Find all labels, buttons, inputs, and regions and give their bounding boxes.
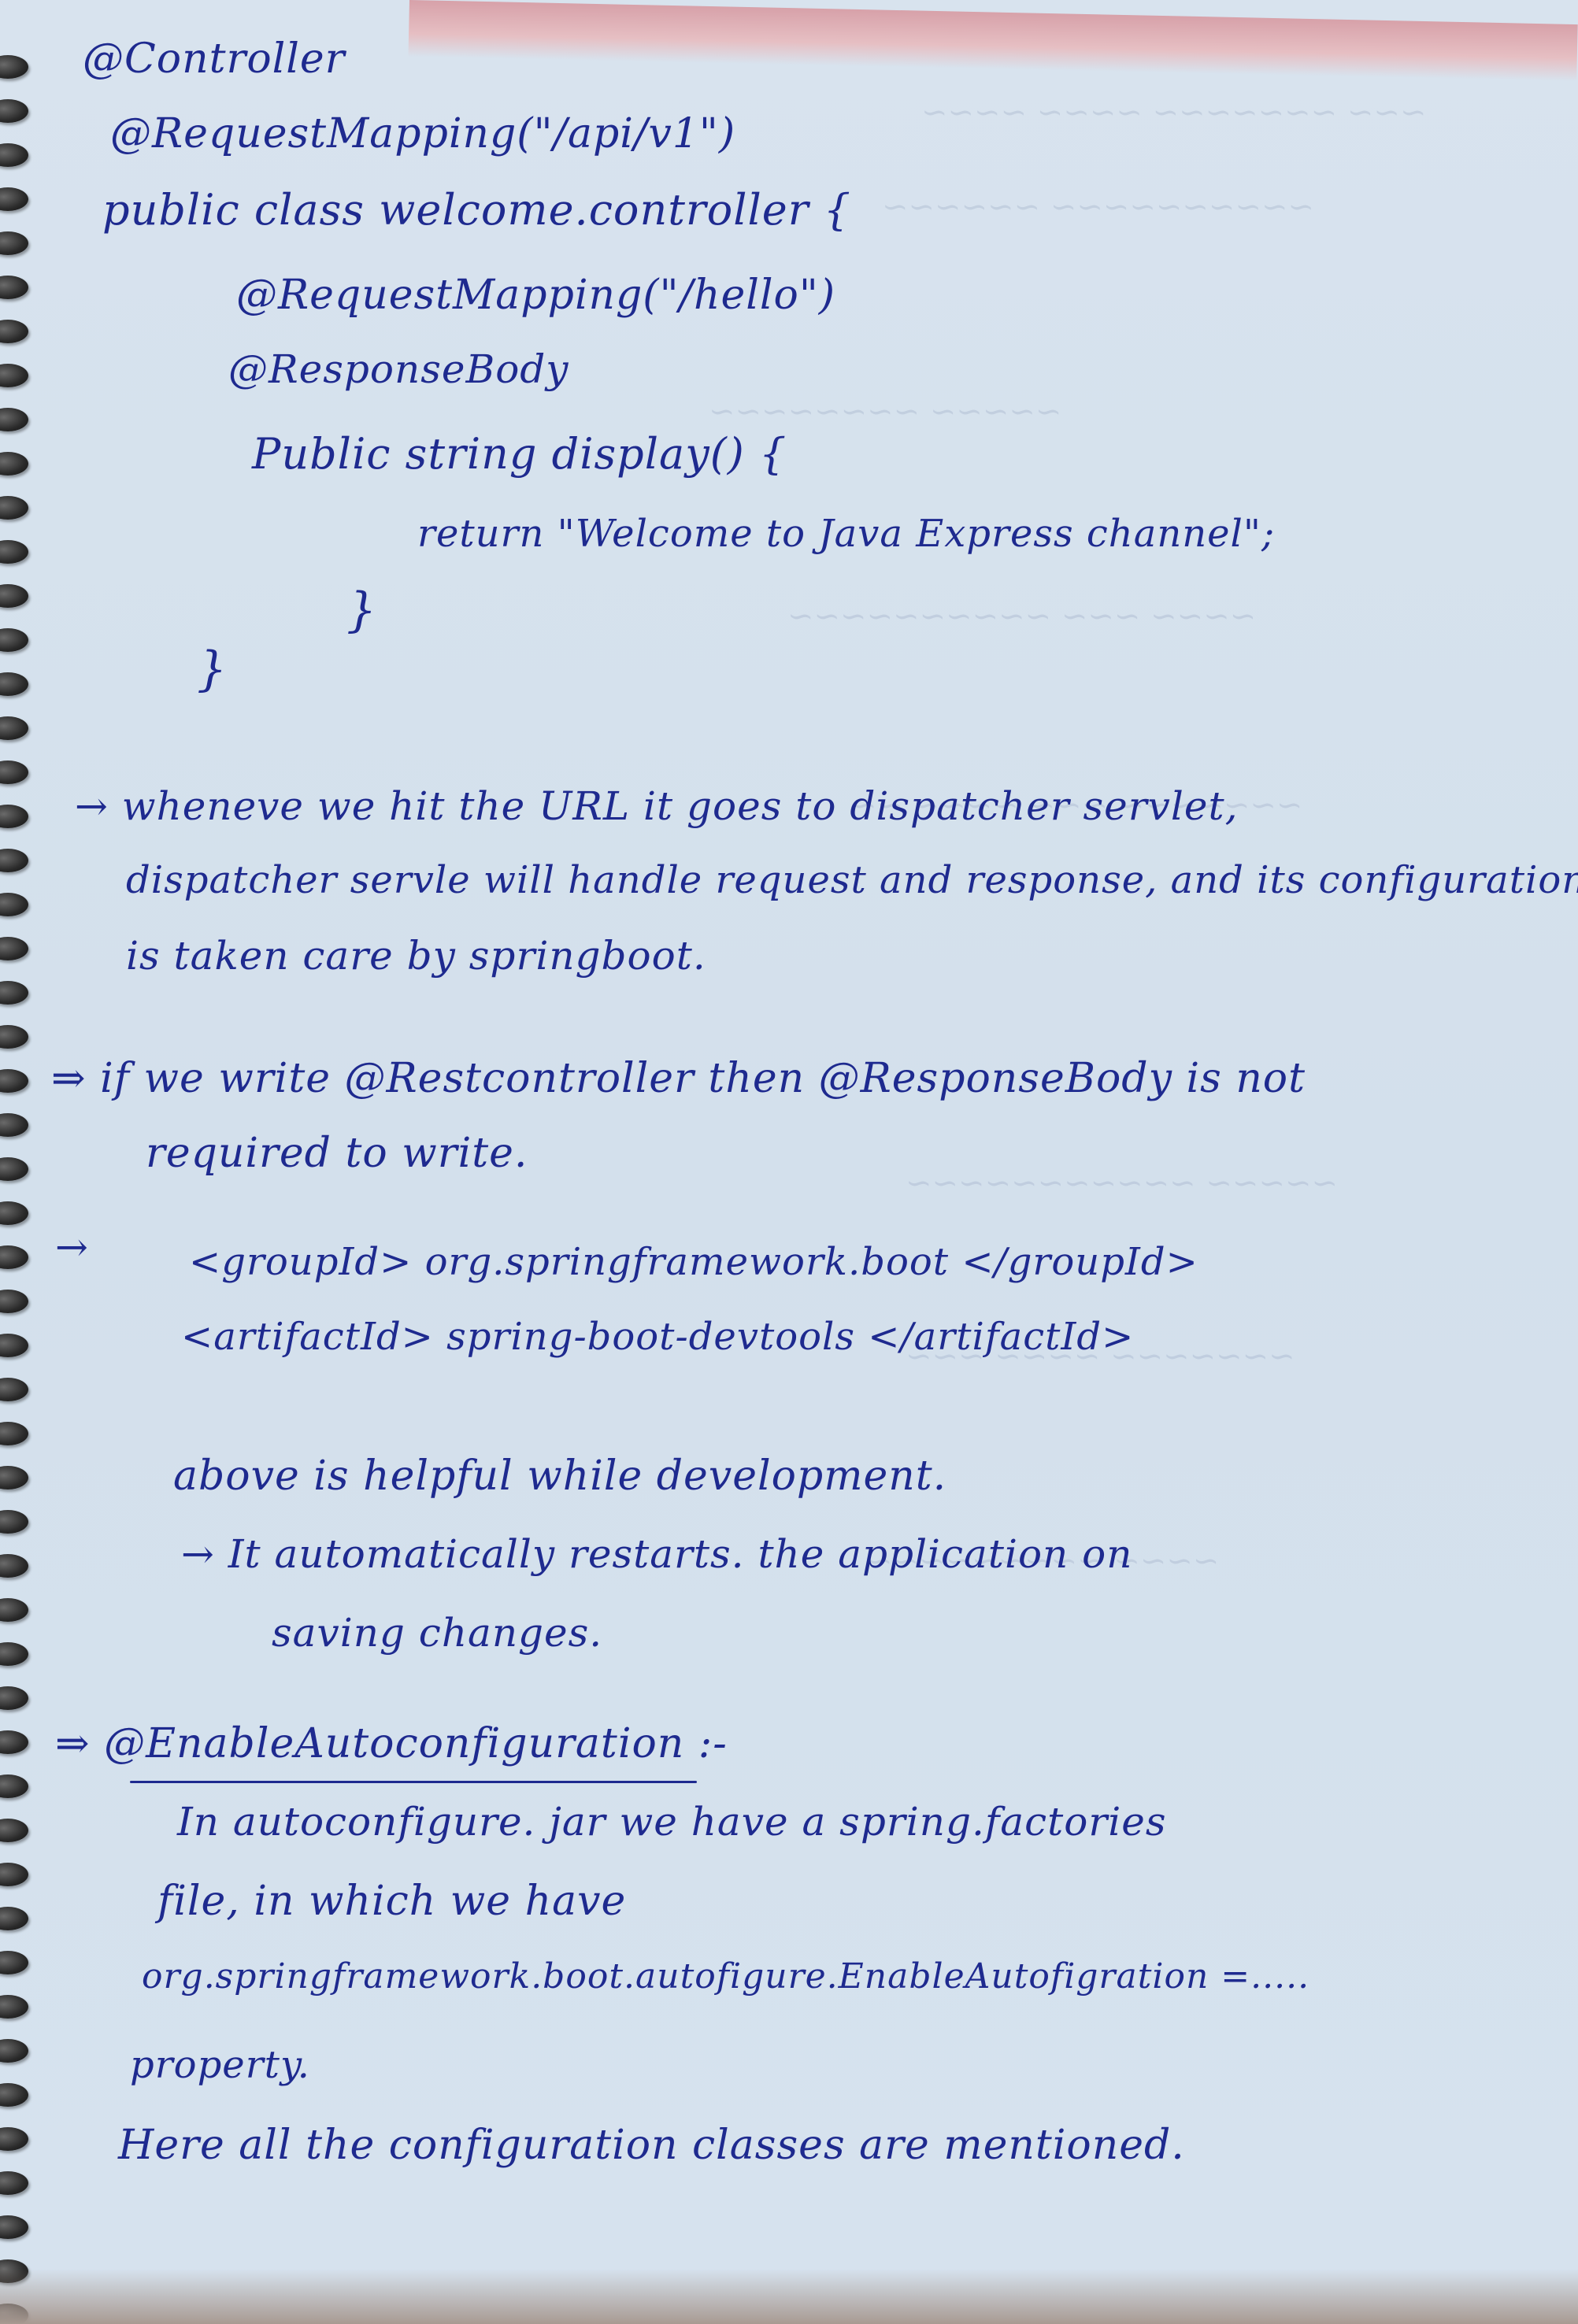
- code-class-close-brace: }: [197, 642, 228, 697]
- spiral-ring: [0, 408, 28, 431]
- note-devtools-helpful: above is helpful while development.: [173, 1452, 947, 1500]
- note-autoconfig-heading: ⇒ @EnableAutoconfiguration :-: [55, 1720, 728, 1767]
- spiral-ring: [0, 628, 28, 652]
- spiral-ring: [0, 540, 28, 564]
- spiral-ring: [0, 1378, 28, 1401]
- spiral-ring: [0, 1598, 28, 1622]
- bleed-through-text: ~~~~~~~~~~ ~~~~~~: [882, 189, 1314, 225]
- spiral-ring: [0, 1157, 28, 1181]
- note-devtools-groupid: <groupId> org.springframework.boot </gro…: [189, 1240, 1198, 1284]
- note-autoconfig-property: property.: [130, 2043, 310, 2087]
- code-annotation-response-body: @ResponseBody: [228, 346, 569, 392]
- note-autoconfig-file: file, in which we have: [157, 1878, 627, 1925]
- spiral-ring: [0, 1025, 28, 1049]
- heading-underline: [130, 1781, 697, 1783]
- spiral-ring: [0, 320, 28, 343]
- spiral-ring: [0, 276, 28, 299]
- spiral-ring: [0, 849, 28, 872]
- note-dispatcher-line1: → wheneve we hit the URL it goes to disp…: [75, 783, 1239, 829]
- spiral-ring: [0, 760, 28, 784]
- bleed-through-text: ~~~~ ~~~ ~~~~~~~~~~: [787, 598, 1257, 635]
- note-autoconfig-classes: Here all the configuration classes are m…: [118, 2122, 1185, 2169]
- spiral-ring: [0, 55, 28, 79]
- spiral-ring: [0, 1819, 28, 1842]
- spiral-ring: [0, 143, 28, 167]
- spiral-ring: [0, 1334, 28, 1357]
- spiral-ring: [0, 1510, 28, 1534]
- spiral-ring: [0, 99, 28, 123]
- code-return-statement: return "Welcome to Java Express channel"…: [417, 512, 1276, 556]
- spiral-ring: [0, 805, 28, 828]
- spiral-ring: [0, 672, 28, 696]
- spiral-ring: [0, 1201, 28, 1225]
- code-method-close-brace: }: [346, 583, 378, 638]
- page-top-edge: [408, 0, 1578, 82]
- spiral-ring: [0, 1642, 28, 1666]
- spiral-ring: [0, 1245, 28, 1269]
- code-annotation-hello-mapping: @RequestMapping("/hello"): [236, 272, 836, 319]
- spiral-ring: [0, 1422, 28, 1445]
- spiral-ring: [0, 1686, 28, 1710]
- spiral-ring: [0, 2039, 28, 2063]
- note-autoconfig-jar: In autoconfigure. jar we have a spring.f…: [177, 1799, 1167, 1845]
- spiral-ring: [0, 1466, 28, 1490]
- spiral-ring: [0, 452, 28, 476]
- spiral-ring: [0, 1290, 28, 1313]
- spiral-ring: [0, 496, 28, 520]
- note-devtools-saving: saving changes.: [272, 1610, 603, 1656]
- spiral-ring: [0, 937, 28, 960]
- code-annotation-request-mapping: @RequestMapping("/api/v1"): [110, 110, 736, 157]
- note-devtools-artifactid: <artifactId> spring-boot-devtools </arti…: [181, 1315, 1135, 1359]
- spiral-ring: [0, 1907, 28, 1930]
- spiral-ring: [0, 1863, 28, 1886]
- note-dispatcher-line2: dispatcher servle will handle request an…: [126, 858, 1578, 902]
- spiral-ring: [0, 1069, 28, 1093]
- spiral-ring: [0, 893, 28, 916]
- spiral-ring: [0, 1774, 28, 1798]
- code-class-declaration: public class welcome.controller {: [102, 185, 852, 235]
- page-bottom-edge: [0, 2269, 1578, 2324]
- note-devtools-restart: → It automatically restarts. the applica…: [181, 1531, 1133, 1577]
- spiral-ring: [0, 1995, 28, 2019]
- bleed-through-text: ~~~ ~~~~~~~ ~~~~ ~~~~: [921, 94, 1427, 131]
- spiral-ring: [0, 716, 28, 740]
- spiral-ring: [0, 2127, 28, 2151]
- note-restcontroller-line1: ⇒ if we write @Restcontroller then @Resp…: [51, 1055, 1306, 1102]
- bleed-through-text: ~~~~~ ~~~~~~~~~~~: [906, 1165, 1338, 1201]
- spiral-ring: [0, 584, 28, 608]
- spiral-ring: [0, 2083, 28, 2107]
- code-annotation-controller: @Controller: [83, 35, 346, 83]
- spiral-ring: [0, 1951, 28, 1974]
- spiral-ring: [0, 231, 28, 255]
- code-method-declaration: Public string display() {: [252, 429, 787, 479]
- spiral-ring: [0, 187, 28, 211]
- spiral-binding: [0, 0, 47, 2324]
- bleed-through-text: ~~~~~ ~~~~~~~~: [709, 394, 1062, 430]
- spiral-ring: [0, 981, 28, 1005]
- spiral-ring: [0, 1730, 28, 1754]
- spiral-ring: [0, 1113, 28, 1137]
- note-restcontroller-line2: required to write.: [146, 1130, 528, 1177]
- spiral-ring: [0, 2215, 28, 2239]
- spiral-ring: [0, 2171, 28, 2195]
- spiral-ring: [0, 1554, 28, 1578]
- spiral-ring: [0, 364, 28, 387]
- note-dispatcher-line3: is taken care by springboot.: [126, 933, 706, 979]
- note-autoconfig-property-key: org.springframework.boot.autofigure.Enab…: [142, 1956, 1310, 1996]
- note-devtools-arrow: →: [55, 1224, 89, 1270]
